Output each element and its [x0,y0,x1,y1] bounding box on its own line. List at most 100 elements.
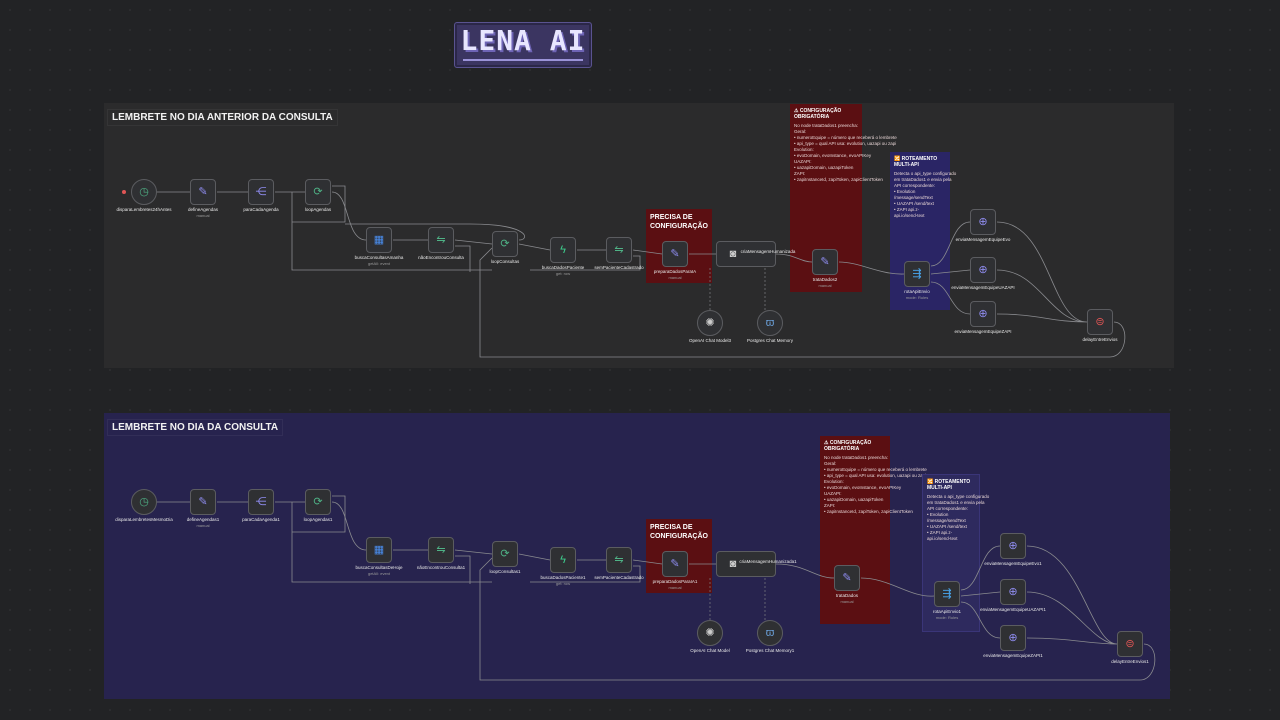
node-switch-api[interactable]: ⇶ [934,581,960,607]
node-label: delayEntreEnvios [1082,337,1118,342]
node-label: nãoEncontrouConsulta1 [416,565,466,570]
node-loop-agendas[interactable]: ⟳ [305,179,331,205]
node-label: disparaLembretesMesmoDia [115,517,173,522]
pencil-icon: ✎ [198,185,208,198]
calendar-icon: ▦ [373,543,385,556]
wires-section-2 [157,495,1156,681]
node-http-uazapi[interactable]: ⊕ [970,257,996,283]
node-ai-agent[interactable]: ◙ [716,241,776,267]
sticky-title: 🔀 ROTEAMENTO MULTI-API [927,479,971,491]
node-http-uazapi[interactable]: ⊕ [1000,579,1026,605]
node-define-agendas[interactable]: ✎ [190,179,216,205]
node-label: semPacienteCadastrado [594,265,644,270]
sticky-multi-api-routing[interactable]: 🔀 ROTEAMENTO MULTI-API Detecta o api_typ… [890,152,956,310]
node-google-calendar[interactable]: ▦ [366,227,392,253]
sticky-needs-config[interactable]: PRECISA DE CONFIGURAÇÃO [646,519,712,593]
robot-icon: ◙ [729,557,737,570]
node-label: enviaMensagemEquipeUAZAPI [951,285,1015,290]
node-define-agendas[interactable]: ✎ [190,489,216,515]
globe-icon: ⊕ [1008,585,1018,598]
node-prepare-ia-data[interactable]: ✎ [662,241,688,267]
sticky-line: UAZAPI: [824,491,842,496]
loop-icon: ⟳ [500,547,510,560]
pencil-icon: ✎ [842,571,852,584]
robot-icon: ◙ [729,247,737,260]
node-ai-agent[interactable]: ◙ [716,551,776,577]
clock-icon: ◷ [139,495,149,508]
node-split-out[interactable]: ⋲ [248,179,274,205]
node-switch-api[interactable]: ⇶ [904,261,930,287]
node-prepare-ia-data[interactable]: ✎ [662,551,688,577]
node-label: delayEntreEnvios1 [1111,659,1149,664]
node-if-no-patient[interactable]: ⇋ [606,237,632,263]
sticky-line: • ZAPI api.z- [927,530,953,535]
node-if-no-consult[interactable]: ⇋ [428,227,454,253]
node-loop-agendas[interactable]: ⟳ [305,489,331,515]
bolt-icon: ϟ [560,243,566,256]
pencil-icon: ✎ [820,255,830,268]
node-trata-dados[interactable]: ✎ [834,565,860,591]
node-label: paraCadaAgenda [243,207,279,212]
node-label: OpenAI Chat Model [690,648,730,653]
node-http-evolution[interactable]: ⊕ [1000,533,1026,559]
section-title: LEMBRETE NO DIA ANTERIOR DA CONSULTA [107,109,338,126]
globe-icon: ⊕ [1008,631,1018,644]
node-label: paraCadaAgenda1 [242,517,280,522]
sticky-line: /message/sendText [927,518,966,523]
node-label: loopAgendas [304,207,332,212]
pause-icon: ⊜ [1125,637,1135,650]
node-if-no-patient[interactable]: ⇋ [606,547,632,573]
node-postgres-memory[interactable]: ϖ [757,310,783,336]
node-label: Postgres Chat Memory [746,338,793,343]
node-schedule-trigger[interactable]: ◷ [131,489,157,515]
postgres-icon: ϖ [765,316,775,329]
sticky-line: UAZAPI: [794,159,812,164]
node-wait-delay[interactable]: ⊜ [1117,631,1143,657]
pencil-icon: ✎ [670,247,680,260]
switch-icon: ⇶ [912,267,922,280]
postgres-icon: ϖ [765,626,775,639]
node-label: disparaLembretes24hAntes [116,207,172,212]
node-label: enviaMensagemEquipeUAZAPI1 [980,607,1046,612]
sticky-title: ⚠ CONFIGURAÇÃO OBRIGATÓRIA [794,108,842,120]
wires-section-1 [157,185,1126,358]
loop-icon: ⟳ [313,495,323,508]
sticky-line: • UAZAPI /send/text [894,201,934,206]
sticky-line: • zapiInstanceId, zapiToken, zapiClientT… [824,509,913,514]
section-same-day[interactable]: LEMBRETE NO DIA DA CONSULTA [104,413,1170,699]
node-google-calendar[interactable]: ▦ [366,537,392,563]
sticky-line: em trataDados1 e envia pela [927,500,985,505]
node-openai-model[interactable]: ✺ [697,310,723,336]
node-http-zapi[interactable]: ⊕ [1000,625,1026,651]
node-fetch-patient[interactable]: ϟ [550,237,576,263]
sticky-line: em trataDados1 e envia pela [894,177,952,182]
node-http-zapi[interactable]: ⊕ [970,301,996,327]
node-if-no-consult[interactable]: ⇋ [428,537,454,563]
switch-icon: ⇶ [942,587,952,600]
node-loop-consultas[interactable]: ⟳ [492,231,518,257]
sticky-line: • zapiInstanceId, zapiToken, zapiClientT… [794,177,883,182]
node-split-out[interactable]: ⋲ [248,489,274,515]
node-openai-model[interactable]: ✺ [697,620,723,646]
sticky-mandatory-config[interactable]: ⚠ CONFIGURAÇÃO OBRIGATÓRIA No node trata… [820,436,927,624]
node-trata-dados[interactable]: ✎ [812,249,838,275]
node-wait-delay[interactable]: ⊜ [1087,309,1113,335]
if-icon: ⇋ [614,553,624,566]
node-loop-consultas[interactable]: ⟳ [492,541,518,567]
node-postgres-memory[interactable]: ϖ [757,620,783,646]
node-http-evolution[interactable]: ⊕ [970,209,996,235]
logo-text: LENA AI [460,24,586,57]
sticky-line: Geral: [824,461,837,466]
sticky-title: 🔀 ROTEAMENTO MULTI-API [894,156,938,168]
sticky-line: api.io/send-text [927,536,958,541]
node-schedule-trigger[interactable]: ◷ [131,179,157,205]
sticky-line: • uazapiDomain, uazapiToken [794,165,854,170]
node-fetch-patient[interactable]: ϟ [550,547,576,573]
